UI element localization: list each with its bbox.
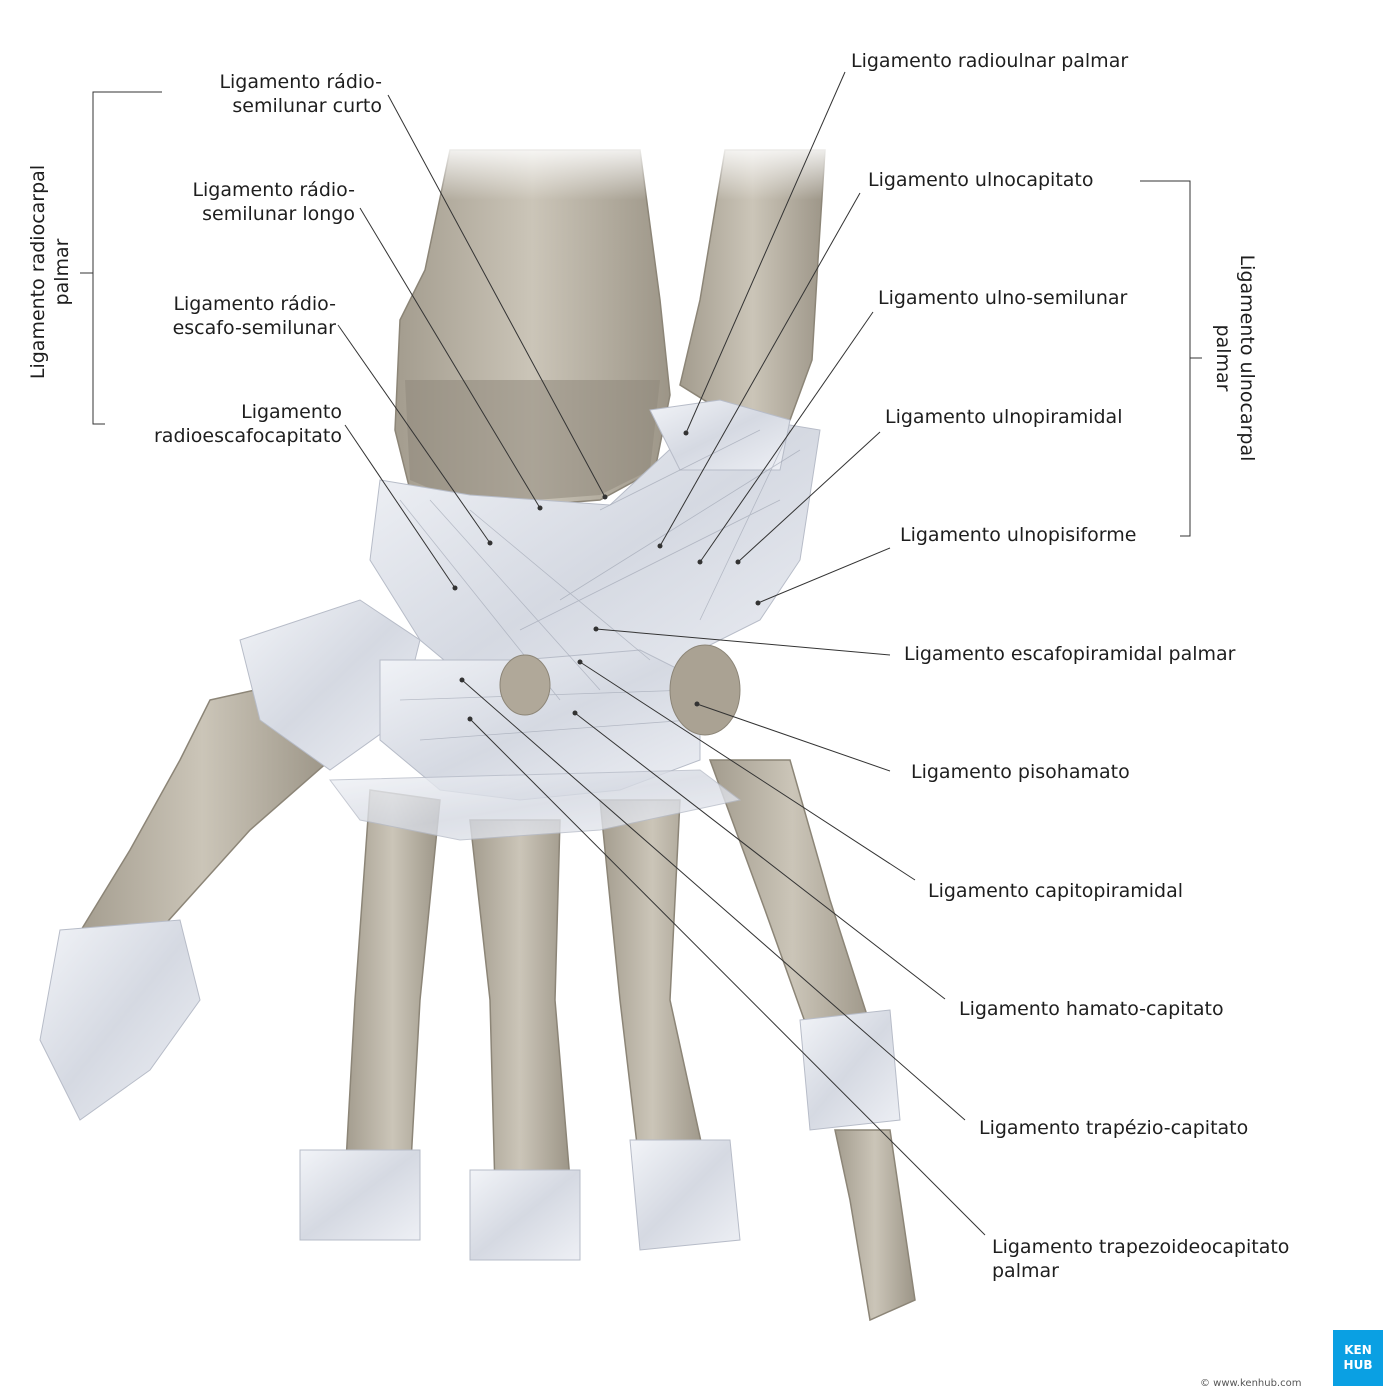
label-trapeziocapitato: Ligamento trapézio-capitato <box>979 1117 1249 1139</box>
label-line: Ligamento ulnocarpal <box>1236 254 1258 462</box>
group-label-ulnocarpal: Ligamento ulnocarpal palmar <box>1211 238 1259 478</box>
capitate-bone <box>499 654 551 716</box>
label-radioescafocapitato: Ligamento radioescafocapitato <box>100 400 342 448</box>
label-pisohamato: Ligamento pisohamato <box>911 761 1130 783</box>
label-ulnocapitato: Ligamento ulnocapitato <box>868 169 1094 191</box>
label-line: Ligamento radiocarpal <box>27 164 49 380</box>
label-line: Ligamento rádio- <box>219 71 382 93</box>
label-line: palmar <box>992 1260 1059 1282</box>
label-line: Ligamento <box>241 401 342 423</box>
leader-lines <box>80 71 1202 1236</box>
radius-bone <box>394 149 671 511</box>
label-line: palmar <box>1212 324 1234 392</box>
label-line: palmar <box>51 238 73 306</box>
copyright-text: © www.kenhub.com <box>1200 1378 1302 1389</box>
leader-dots <box>452 430 761 722</box>
label-radiosemilunar-longo: Ligamento rádio- semilunar longo <box>120 178 355 226</box>
group-label-radiocarpal: Ligamento radiocarpal palmar <box>26 152 74 392</box>
label-line: escafo-semilunar <box>172 317 336 339</box>
label-line: semilunar curto <box>232 95 382 117</box>
pisiform-bone <box>669 644 741 736</box>
label-line: Ligamento rádio- <box>173 293 336 315</box>
label-escafopiramidal: Ligamento escafopiramidal palmar <box>904 643 1236 665</box>
logo-line: KEN <box>1344 1343 1372 1357</box>
label-radioescafosemilunar: Ligamento rádio- escafo-semilunar <box>100 292 336 340</box>
label-radioulnar-palmar: Ligamento radioulnar palmar <box>851 50 1129 72</box>
label-line: Ligamento rádio- <box>192 179 355 201</box>
label-hamatocapitato: Ligamento hamato-capitato <box>959 998 1224 1020</box>
label-line: radioescafocapitato <box>153 425 342 447</box>
label-radiosemilunar-curto: Ligamento rádio- semilunar curto <box>150 70 382 118</box>
label-line: semilunar longo <box>202 203 355 225</box>
logo-line: HUB <box>1343 1358 1373 1372</box>
kenhub-logo: KEN HUB <box>1333 1330 1383 1386</box>
label-capitopiramidal: Ligamento capitopiramidal <box>928 880 1183 902</box>
label-ulnopisiforme: Ligamento ulnopisiforme <box>900 524 1137 546</box>
label-trapezoideocapitato: Ligamento trapezoideocapitato palmar <box>992 1235 1289 1283</box>
label-ulnosemilunar: Ligamento ulno-semilunar <box>878 287 1128 309</box>
label-ulnopiramidal: Ligamento ulnopiramidal <box>885 406 1123 428</box>
label-line: Ligamento trapezoideocapitato <box>992 1236 1290 1258</box>
